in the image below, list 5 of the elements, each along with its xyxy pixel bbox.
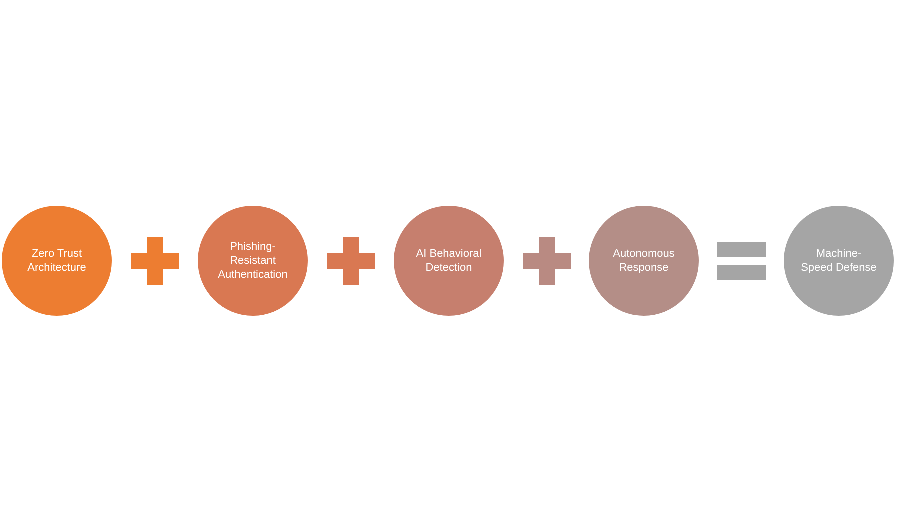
node-label: Phishing- Resistant Authentication: [217, 240, 289, 282]
node-label: AI Behavioral Detection: [415, 247, 483, 275]
node-label: Machine- Speed Defense: [800, 247, 878, 275]
node-label: Zero Trust Architecture: [26, 247, 88, 275]
node-label: Autonomous Response: [612, 247, 676, 275]
